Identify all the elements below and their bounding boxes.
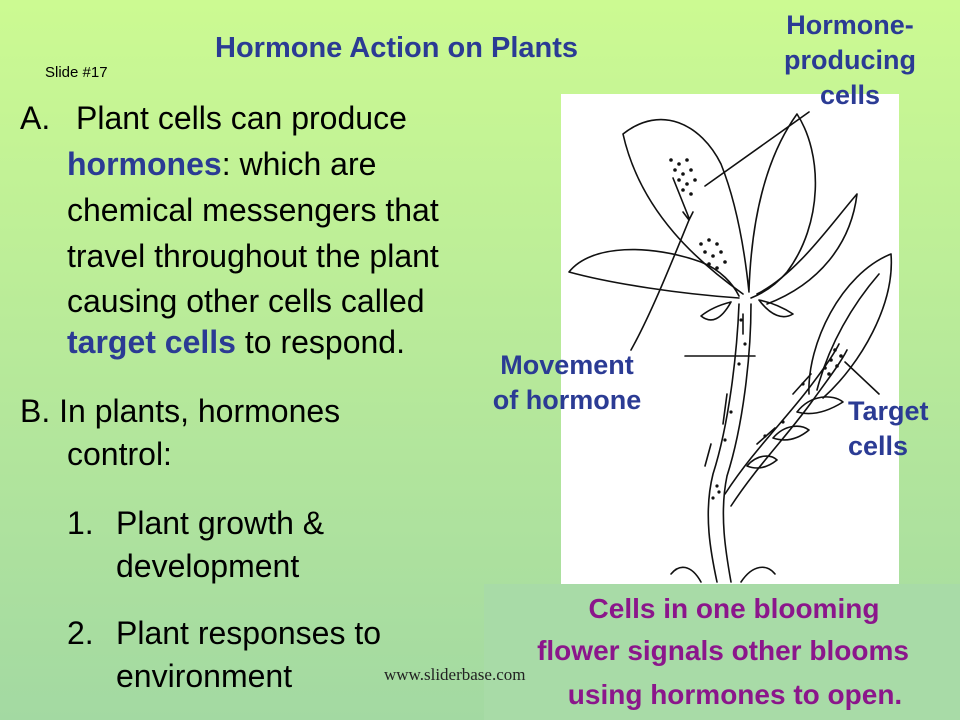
list-item-1-line1: Plant growth & <box>116 505 325 541</box>
petal-right <box>748 113 817 299</box>
list-item-1-line2: development <box>116 548 300 584</box>
section-a-line6: target cells to respond. <box>67 322 405 363</box>
petal-far-right <box>756 193 858 305</box>
label-hormone-line1: Hormone- <box>786 10 914 40</box>
branch-leaf-1 <box>796 396 844 415</box>
label-movement-line2: of hormone <box>492 385 642 415</box>
plant-illustration <box>561 94 899 584</box>
target-cells-highlight: target cells <box>67 324 236 360</box>
flower-bud <box>808 253 893 399</box>
slide-title: Hormone Action on Plants <box>215 32 579 64</box>
watermark[interactable]: www.sliderbase.com <box>384 665 526 684</box>
branch-stem <box>724 343 840 495</box>
bud-midrib <box>816 273 880 391</box>
sepal-right <box>758 299 794 318</box>
pointer-target-cells <box>844 361 880 395</box>
plant-drawing <box>568 111 893 583</box>
label-target-line1: Target <box>848 396 929 426</box>
label-movement-of-hormone: Movement of hormone <box>478 348 656 418</box>
label-movement-line1: Movement <box>500 350 634 380</box>
section-a-line1: Plant cells can produce <box>76 100 407 136</box>
petal-far-left <box>568 248 740 299</box>
arrow-petal <box>672 177 694 221</box>
caption-line3: using hormones to open. <box>567 679 903 710</box>
label-hormone-line3: cells <box>819 80 881 110</box>
section-a-line4: travel throughout the plant <box>67 238 439 274</box>
section-a-line2: hormones: which are <box>67 144 376 185</box>
branch-leaf-3 <box>746 455 778 469</box>
arrow-stem-2 <box>722 393 728 425</box>
main-stem-edge <box>722 303 752 583</box>
section-b-line2: control: <box>67 436 172 472</box>
ground-leaf-right <box>740 566 776 583</box>
section-a-line5: causing other cells called <box>67 283 425 319</box>
caption-line1: Cells in one blooming <box>588 593 880 624</box>
label-hormone-line2: producing <box>784 45 916 75</box>
hormone-dots <box>669 158 843 500</box>
petal-left <box>622 118 750 295</box>
main-stem <box>707 303 740 583</box>
list-item-1-number: 1. <box>67 505 94 541</box>
label-hormone-producing-cells: Hormone- producing cells <box>770 8 930 113</box>
sepal-left <box>700 301 732 321</box>
caption-box <box>484 584 960 720</box>
label-target-line2: cells <box>848 431 909 461</box>
section-a-prefix: A. <box>20 100 51 136</box>
arrow-stem-3 <box>704 443 712 467</box>
slide-number: Slide #17 <box>45 64 108 81</box>
section-a-line3: chemical messengers that <box>67 192 439 228</box>
list-item-2-line2: environment <box>116 658 293 694</box>
pointer-hormone-cells <box>704 111 810 187</box>
list-item-2-line1: Plant responses to <box>116 615 382 651</box>
ground-leaf-left <box>670 566 702 583</box>
branch-leaf-2 <box>772 425 810 441</box>
caption-line2: flower signals other blooms <box>537 635 909 666</box>
section-a-line6-rest: to respond. <box>235 324 405 360</box>
section-a-line2-rest: : which are <box>221 146 377 182</box>
list-item-2-number: 2. <box>67 615 94 651</box>
pointer-movement-left <box>630 219 690 351</box>
section-b-line1: B. In plants, hormones <box>20 393 341 429</box>
label-target-cells: Target cells <box>848 394 958 464</box>
hormones-highlight: hormones <box>67 146 222 182</box>
